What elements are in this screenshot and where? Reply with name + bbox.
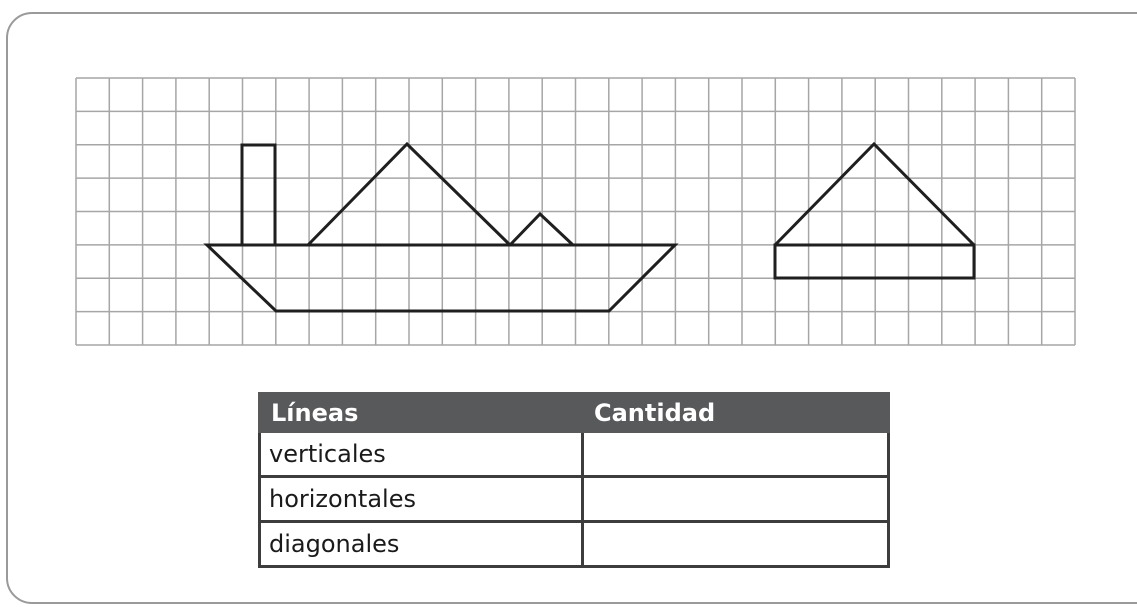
row-label-verticales: verticales xyxy=(258,430,584,478)
table-row: verticales xyxy=(258,430,890,478)
boat-hull xyxy=(203,243,679,313)
boat-small-sail xyxy=(508,211,575,247)
table-row: horizontales xyxy=(258,475,890,523)
row-label-horizontales: horizontales xyxy=(258,475,584,523)
lines-count-table: Líneas Cantidad verticales horizontales … xyxy=(258,392,890,568)
row-label-diagonales: diagonales xyxy=(258,520,584,568)
boat-figure xyxy=(203,141,679,313)
exercise-card xyxy=(6,12,1137,604)
row-value-diagonales[interactable] xyxy=(581,520,890,568)
boat-big-sail xyxy=(306,141,512,247)
table-header-row: Líneas Cantidad xyxy=(258,392,890,433)
header-lineas: Líneas xyxy=(258,392,584,433)
house-figure xyxy=(773,141,976,280)
house-base xyxy=(773,243,976,280)
house-roof xyxy=(773,141,976,247)
table-row: diagonales xyxy=(258,520,890,568)
boat-chimney xyxy=(240,143,277,247)
row-value-horizontales[interactable] xyxy=(581,475,890,523)
grid-lines xyxy=(75,77,1076,346)
row-value-verticales[interactable] xyxy=(581,430,890,478)
header-cantidad: Cantidad xyxy=(581,392,890,433)
